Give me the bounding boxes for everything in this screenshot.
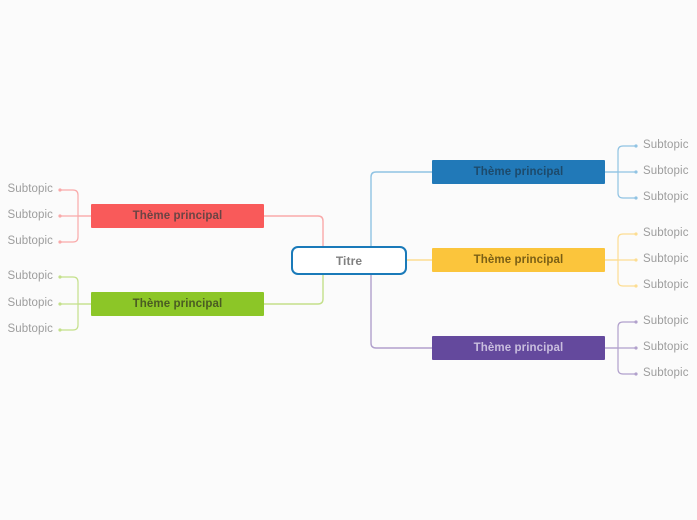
root-node-label: Titre xyxy=(335,253,363,268)
branch-purple-node[interactable]: Thème principal xyxy=(432,336,605,360)
branch-blue-subtopic-2[interactable]: Subtopic xyxy=(643,165,689,177)
branch-green-label: Thème principal xyxy=(132,298,223,310)
branch-red-label: Thème principal xyxy=(132,210,223,222)
branch-green-subtopic-2[interactable]: Subtopic xyxy=(7,297,53,309)
branch-green-node[interactable]: Thème principal xyxy=(91,292,264,316)
branch-yellow-subtopic-3[interactable]: Subtopic xyxy=(643,279,689,291)
branch-purple-subtopic-2[interactable]: Subtopic xyxy=(643,341,689,353)
branch-blue-node[interactable]: Thème principal xyxy=(432,160,605,184)
branch-blue-label: Thème principal xyxy=(473,166,564,178)
branch-red-node[interactable]: Thème principal xyxy=(91,204,264,228)
branch-purple-subtopic-1[interactable]: Subtopic xyxy=(643,315,689,327)
branch-yellow-subtopic-1[interactable]: Subtopic xyxy=(643,227,689,239)
branch-red-subtopic-1[interactable]: Subtopic xyxy=(7,183,53,195)
branch-blue-subtopic-1[interactable]: Subtopic xyxy=(643,139,689,151)
branch-blue-subtopic-3[interactable]: Subtopic xyxy=(643,191,689,203)
branch-purple-label: Thème principal xyxy=(473,342,564,354)
branch-yellow-node[interactable]: Thème principal xyxy=(432,248,605,272)
branch-green-subtopic-1[interactable]: Subtopic xyxy=(7,270,53,282)
root-node-titre[interactable]: Titre xyxy=(291,246,407,275)
branch-red-subtopic-2[interactable]: Subtopic xyxy=(7,209,53,221)
branch-purple-subtopic-3[interactable]: Subtopic xyxy=(643,367,689,379)
branch-yellow-subtopic-2[interactable]: Subtopic xyxy=(643,253,689,265)
branch-red-subtopic-3[interactable]: Subtopic xyxy=(7,235,53,247)
branch-green-subtopic-3[interactable]: Subtopic xyxy=(7,323,53,335)
branch-yellow-label: Thème principal xyxy=(473,254,564,266)
